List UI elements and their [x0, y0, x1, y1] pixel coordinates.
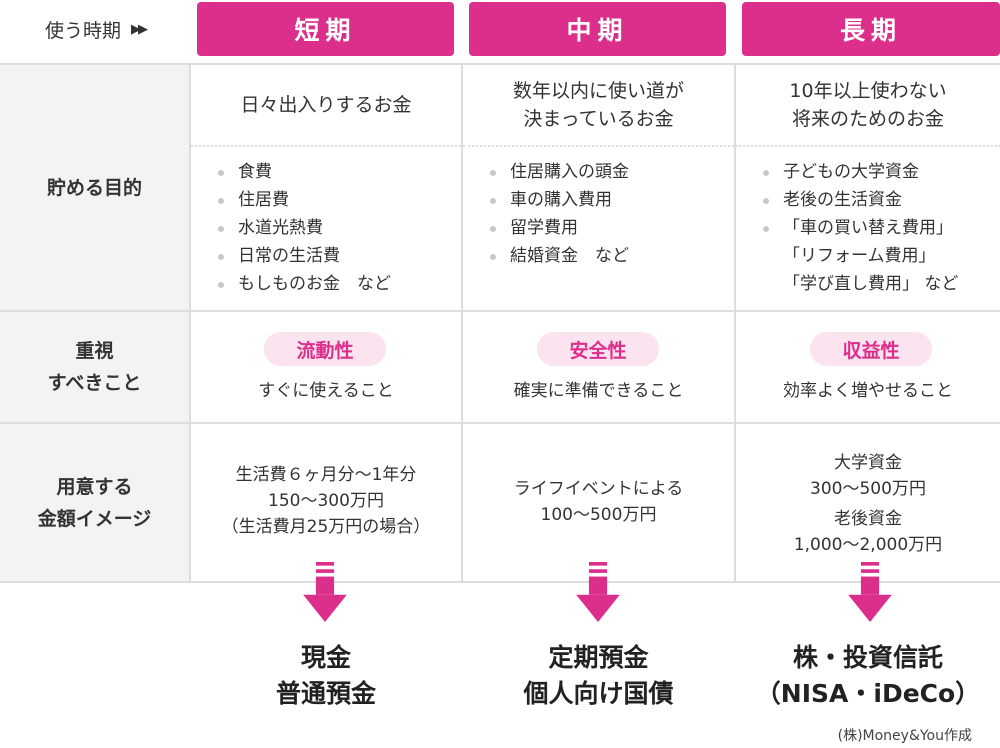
- amount-line: 100～500万円: [540, 505, 657, 525]
- down-arrow-icon: [576, 562, 620, 622]
- list-item: 老後の生活資金: [757, 186, 1000, 214]
- long-title-line: 10年以上使わない: [789, 80, 947, 102]
- amount-line: 1,000～2,000万円: [793, 535, 943, 555]
- list-item: 車の購入費用: [484, 186, 729, 214]
- row-label-amount-line1: 用意する: [56, 475, 133, 498]
- mid-title-line: 数年以内に使い道が: [512, 80, 684, 102]
- mid-title-line: 決まっているお金: [523, 108, 674, 130]
- list-item: 子どもの大学資金: [757, 158, 1000, 186]
- result-line: （NISA・iDeCo）: [755, 679, 981, 708]
- result-line: 普通預金: [275, 679, 376, 708]
- column-header-short: 短期: [197, 2, 454, 56]
- dotted-divider: [736, 145, 1000, 147]
- list-item: 住居費: [212, 186, 457, 214]
- short-title: 日々出入りするお金: [240, 94, 412, 116]
- list-item: 食費: [212, 158, 457, 186]
- short-result: 現金 普通預金: [191, 640, 461, 712]
- long-priority-badge: 収益性: [810, 332, 932, 366]
- row-label-purpose-text: 貯める目的: [46, 176, 142, 199]
- amount-line: 老後資金: [834, 509, 902, 529]
- long-priority-desc: 効率よく増やせること: [783, 381, 953, 401]
- short-amount: 生活費６ヶ月分～1年分 150～300万円 （生活費月25万円の場合）: [191, 462, 461, 540]
- amount-line: 150～300万円: [268, 491, 384, 511]
- mid-priority-desc: 確実に準備できること: [513, 381, 684, 401]
- short-purpose-list: 食費 住居費 水道光熱費 日常の生活費 もしものお金 など: [212, 158, 457, 298]
- double-triangle-right-icon: ▶▶: [131, 21, 148, 37]
- mid-amount: ライフイベントによる 100～500万円: [463, 476, 734, 528]
- column-divider: [734, 65, 736, 581]
- mid-result: 定期預金 個人向け国債: [463, 640, 734, 712]
- list-item: 「学び直し費用」 など: [783, 274, 959, 294]
- long-purpose-list: 子どもの大学資金 老後の生活資金 「車の買い替え費用」 「リフォーム費用」 「学…: [757, 158, 1000, 298]
- column-header-mid: 中期: [469, 2, 726, 56]
- column-header-long: 長期: [742, 2, 1000, 56]
- dotted-divider: [191, 145, 461, 147]
- list-item: 結婚資金 など: [484, 242, 729, 270]
- credit-text: (株)Money&You作成: [837, 728, 972, 744]
- row-label-priority-line1: 重視: [75, 340, 114, 362]
- list-item: 住居購入の頭金: [484, 158, 729, 186]
- list-item: 「リフォーム費用」: [783, 246, 936, 266]
- short-priority-badge: 流動性: [264, 332, 386, 366]
- list-item: 日常の生活費: [212, 242, 457, 270]
- amount-line: 300～500万円: [810, 479, 926, 499]
- list-item: 水道光熱費: [212, 214, 457, 242]
- period-label-text: 使う時期: [44, 19, 121, 42]
- dotted-divider: [463, 145, 734, 147]
- mid-priority-badge: 安全性: [537, 332, 659, 366]
- column-divider: [189, 65, 191, 581]
- long-title: 10年以上使わない 将来のためのお金: [736, 66, 1000, 144]
- row-label-amount: 用意する 金額イメージ: [0, 424, 189, 581]
- row-divider: [0, 422, 1000, 424]
- row-label-priority: 重視 すべきこと: [0, 312, 189, 422]
- list-item: もしものお金 など: [212, 270, 457, 298]
- amount-line: 大学資金: [834, 453, 902, 473]
- result-line: 株・投資信託: [792, 643, 943, 672]
- list-item: 「車の買い替え費用」: [757, 214, 1000, 242]
- mid-title: 数年以内に使い道が 決まっているお金: [463, 66, 734, 144]
- row-divider: [0, 310, 1000, 312]
- column-divider: [461, 65, 463, 581]
- long-result: 株・投資信託 （NISA・iDeCo）: [736, 640, 1000, 712]
- long-amount: 大学資金 300～500万円 老後資金 1,000～2,000万円: [736, 450, 1000, 558]
- result-line: 定期預金: [548, 643, 649, 672]
- amount-line: （生活費月25万円の場合）: [221, 517, 431, 537]
- mid-purpose-list: 住居購入の頭金 車の購入費用 留学費用 結婚資金 など: [484, 158, 729, 270]
- long-title-line: 将来のためのお金: [791, 108, 944, 130]
- list-item: 留学費用: [484, 214, 729, 242]
- result-line: 個人向け国債: [523, 679, 674, 708]
- short-priority-desc: すぐに使えること: [258, 381, 394, 401]
- period-label: 使う時期 ▶▶: [0, 0, 190, 58]
- down-arrow-icon: [848, 562, 892, 622]
- amount-line: 生活費６ヶ月分～1年分: [235, 465, 417, 485]
- row-label-purpose: 貯める目的: [0, 65, 189, 310]
- amount-line: ライフイベントによる: [513, 479, 684, 499]
- down-arrow-icon: [303, 562, 347, 622]
- row-label-priority-line2: すべきこと: [47, 372, 142, 394]
- row-label-amount-line2: 金額イメージ: [37, 507, 152, 530]
- result-line: 現金: [300, 643, 351, 672]
- comparison-table: [0, 63, 1000, 583]
